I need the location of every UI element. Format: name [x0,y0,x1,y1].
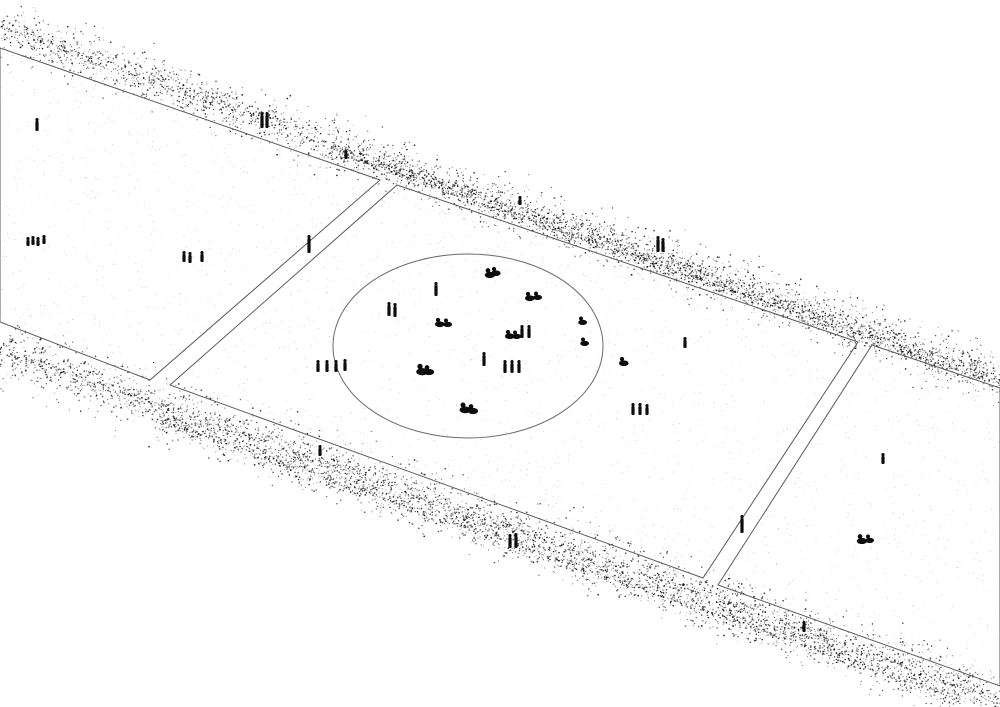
central-plaza [169,184,859,579]
person-seated [467,404,479,415]
right-plaza [717,344,1000,687]
person-standing [182,251,186,262]
person-standing [520,325,524,338]
left-plaza [0,47,381,381]
person-standing [188,252,192,263]
person-seated [435,317,445,328]
person-seated [619,356,629,367]
person-standing [631,403,635,415]
person-seated [423,365,435,376]
person-standing [393,303,397,317]
person-standing [881,453,885,464]
person-standing [316,360,320,372]
person-standing [26,237,30,246]
person-standing [307,235,311,253]
person-standing [31,236,35,245]
person-standing [200,251,204,262]
person-seated [525,291,535,302]
plaza-slabs [0,47,1000,687]
stipple-ground [0,55,1000,682]
person-standing [514,533,518,548]
person-seated [443,318,453,327]
person-standing [387,302,391,316]
person-standing [740,515,744,533]
person-standing [656,236,660,252]
people-silhouettes [26,112,885,632]
person-standing [482,352,486,366]
person-seated [491,266,501,277]
person-standing [527,325,531,338]
person-standing [508,534,512,548]
person-standing [318,445,322,456]
person-seated [505,329,515,340]
person-seated [578,316,588,325]
person-standing [36,237,40,246]
person-seated [533,291,543,300]
central-circle [332,253,604,439]
person-seated [512,330,522,339]
person-standing [661,238,665,252]
person-standing [325,360,329,372]
person-standing [503,360,507,373]
person-standing [683,337,687,348]
person-standing [334,360,338,372]
person-standing [35,118,39,131]
person-standing [265,112,269,128]
person-standing [260,112,264,128]
person-seated [865,534,875,543]
person-standing [518,196,522,205]
person-standing [343,359,347,371]
person-standing [42,235,46,244]
person-seated [580,337,590,346]
person-standing [645,404,649,415]
person-standing [510,360,514,373]
person-standing [802,621,806,632]
person-standing [517,360,521,373]
person-standing [344,150,348,159]
stipple-vegetation [0,5,1000,707]
person-seated [856,534,868,545]
person-standing [434,282,438,296]
person-standing [638,403,642,415]
